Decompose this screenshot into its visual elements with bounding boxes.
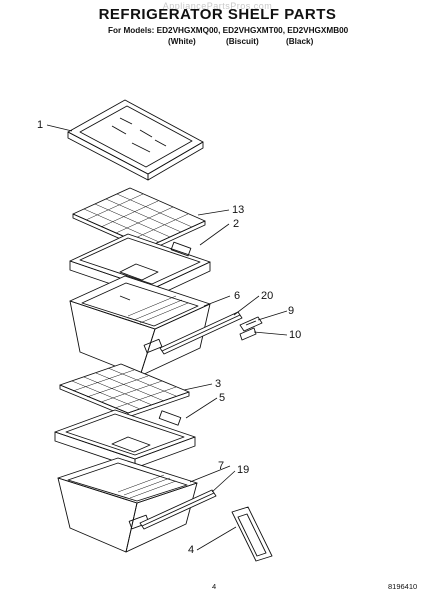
part-9-clip	[239, 316, 263, 332]
part-3-glass-insert	[59, 363, 190, 418]
callout-9: 9	[288, 305, 295, 317]
callout-19: 19	[237, 464, 250, 476]
part-20-drawer-handle	[159, 311, 243, 355]
callout-3: 3	[215, 378, 222, 390]
callout-5: 5	[219, 392, 226, 404]
callout-1: 1	[37, 119, 44, 131]
leader-lines	[46, 124, 288, 551]
part-5-cover-frame	[54, 409, 196, 469]
callout-7: 7	[218, 460, 225, 472]
part-1-glass-shelf	[67, 99, 204, 181]
part-7-lower-crisper-drawer	[57, 457, 198, 553]
color-label-white: (White)	[168, 37, 196, 46]
color-label-biscuit: (Biscuit)	[226, 37, 259, 46]
document-number: 8196410	[388, 582, 418, 591]
part-4-label-card	[231, 506, 273, 562]
part-19-drawer-handle	[139, 489, 217, 530]
part-6-upper-crisper-drawer	[69, 275, 211, 377]
color-label-black: (Black)	[286, 37, 314, 46]
callout-2: 2	[233, 218, 240, 230]
callout-13: 13	[232, 204, 245, 216]
page-title: REFRIGERATOR SHELF PARTS	[98, 6, 337, 23]
models-line: For Models: ED2VHGXMQ00, ED2VHGXMT00, ED…	[108, 26, 349, 35]
page-number: 4	[212, 582, 217, 591]
callout-10: 10	[289, 329, 302, 341]
part-10-clip	[239, 327, 257, 341]
callout-20: 20	[261, 290, 274, 302]
watermark-text: AppliancePartsPros.com	[162, 1, 273, 11]
callout-6: 6	[234, 290, 241, 302]
callout-4: 4	[188, 544, 195, 556]
